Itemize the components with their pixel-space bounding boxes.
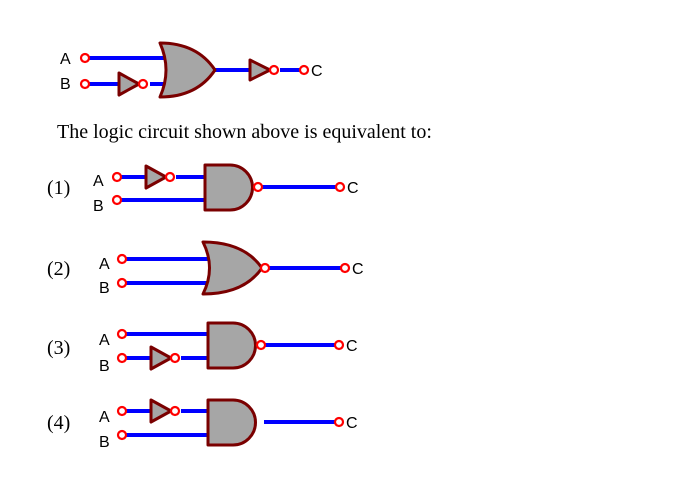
option-2-or-gate-icon	[201, 240, 264, 296]
option-3-number: (3)	[47, 337, 71, 359]
option-1-circuit: A B C	[93, 163, 359, 215]
option-2-terminal-c	[339, 262, 351, 274]
option-1-not-bubble-a	[164, 171, 176, 183]
option-4-number: (4)	[47, 412, 71, 434]
option-4-not-bubble-a	[169, 405, 181, 417]
option-4-terminal-c	[333, 416, 345, 428]
option-3-circuit: A B C	[99, 321, 358, 375]
option-1-terminal-a	[111, 171, 123, 183]
main-terminal-c	[298, 64, 310, 76]
option-1-output-c-label: C	[347, 180, 359, 197]
option-1-not-gate-a-icon	[144, 164, 168, 190]
option-3-terminal-a	[116, 328, 128, 340]
option-3-input-b-label: B	[99, 358, 110, 375]
option-3-terminal-b	[116, 352, 128, 364]
option-1-input-a-label: A	[93, 173, 104, 190]
question-text: The logic circuit shown above is equival…	[57, 121, 432, 143]
main-not-bubble-b	[137, 78, 149, 90]
option-2-terminal-a	[116, 253, 128, 265]
main-circuit: A B C	[60, 41, 323, 99]
option-3-output-c-label: C	[346, 338, 358, 355]
main-not-gate-output-icon	[248, 58, 272, 82]
option-1-and-output-bubble	[252, 181, 264, 193]
main-not-gate-b-icon	[117, 71, 141, 97]
option-3-terminal-c	[333, 339, 345, 351]
option-3-not-bubble-b	[169, 352, 181, 364]
main-input-a-label: A	[60, 51, 71, 68]
option-1-input-b-label: B	[93, 198, 104, 215]
option-2-output-c-label: C	[352, 261, 364, 278]
option-3-and-gate-icon	[206, 321, 257, 370]
main-or-gate-icon	[158, 41, 217, 99]
main-terminal-b	[79, 78, 91, 90]
option-2-input-a-label: A	[99, 256, 110, 273]
option-4-terminal-b	[116, 429, 128, 441]
option-4-circuit: A B C	[99, 398, 358, 451]
option-3-input-a-label: A	[99, 332, 110, 349]
option-4-terminal-a	[116, 405, 128, 417]
main-terminal-a	[79, 52, 91, 64]
main-not-bubble-output	[268, 64, 280, 76]
option-4-input-a-label: A	[99, 409, 110, 426]
option-4-output-c-label: C	[346, 415, 358, 432]
option-2-terminal-b	[116, 277, 128, 289]
main-output-c-label: C	[311, 63, 323, 80]
option-2-input-b-label: B	[99, 280, 110, 297]
option-2-number: (2)	[47, 258, 71, 280]
option-3-and-output-bubble	[255, 339, 267, 351]
option-1-and-gate-icon	[203, 163, 254, 212]
option-1-terminal-c	[334, 181, 346, 193]
option-1-terminal-b	[111, 194, 123, 206]
option-3-not-gate-b-icon	[149, 345, 173, 371]
option-2-circuit: A B C	[99, 240, 364, 297]
main-input-b-label: B	[60, 76, 71, 93]
option-4-not-gate-a-icon	[149, 398, 173, 424]
option-2-or-output-bubble	[259, 262, 271, 274]
option-4-input-b-label: B	[99, 434, 110, 451]
option-4-and-gate-icon	[206, 398, 257, 447]
option-1-number: (1)	[47, 177, 71, 199]
